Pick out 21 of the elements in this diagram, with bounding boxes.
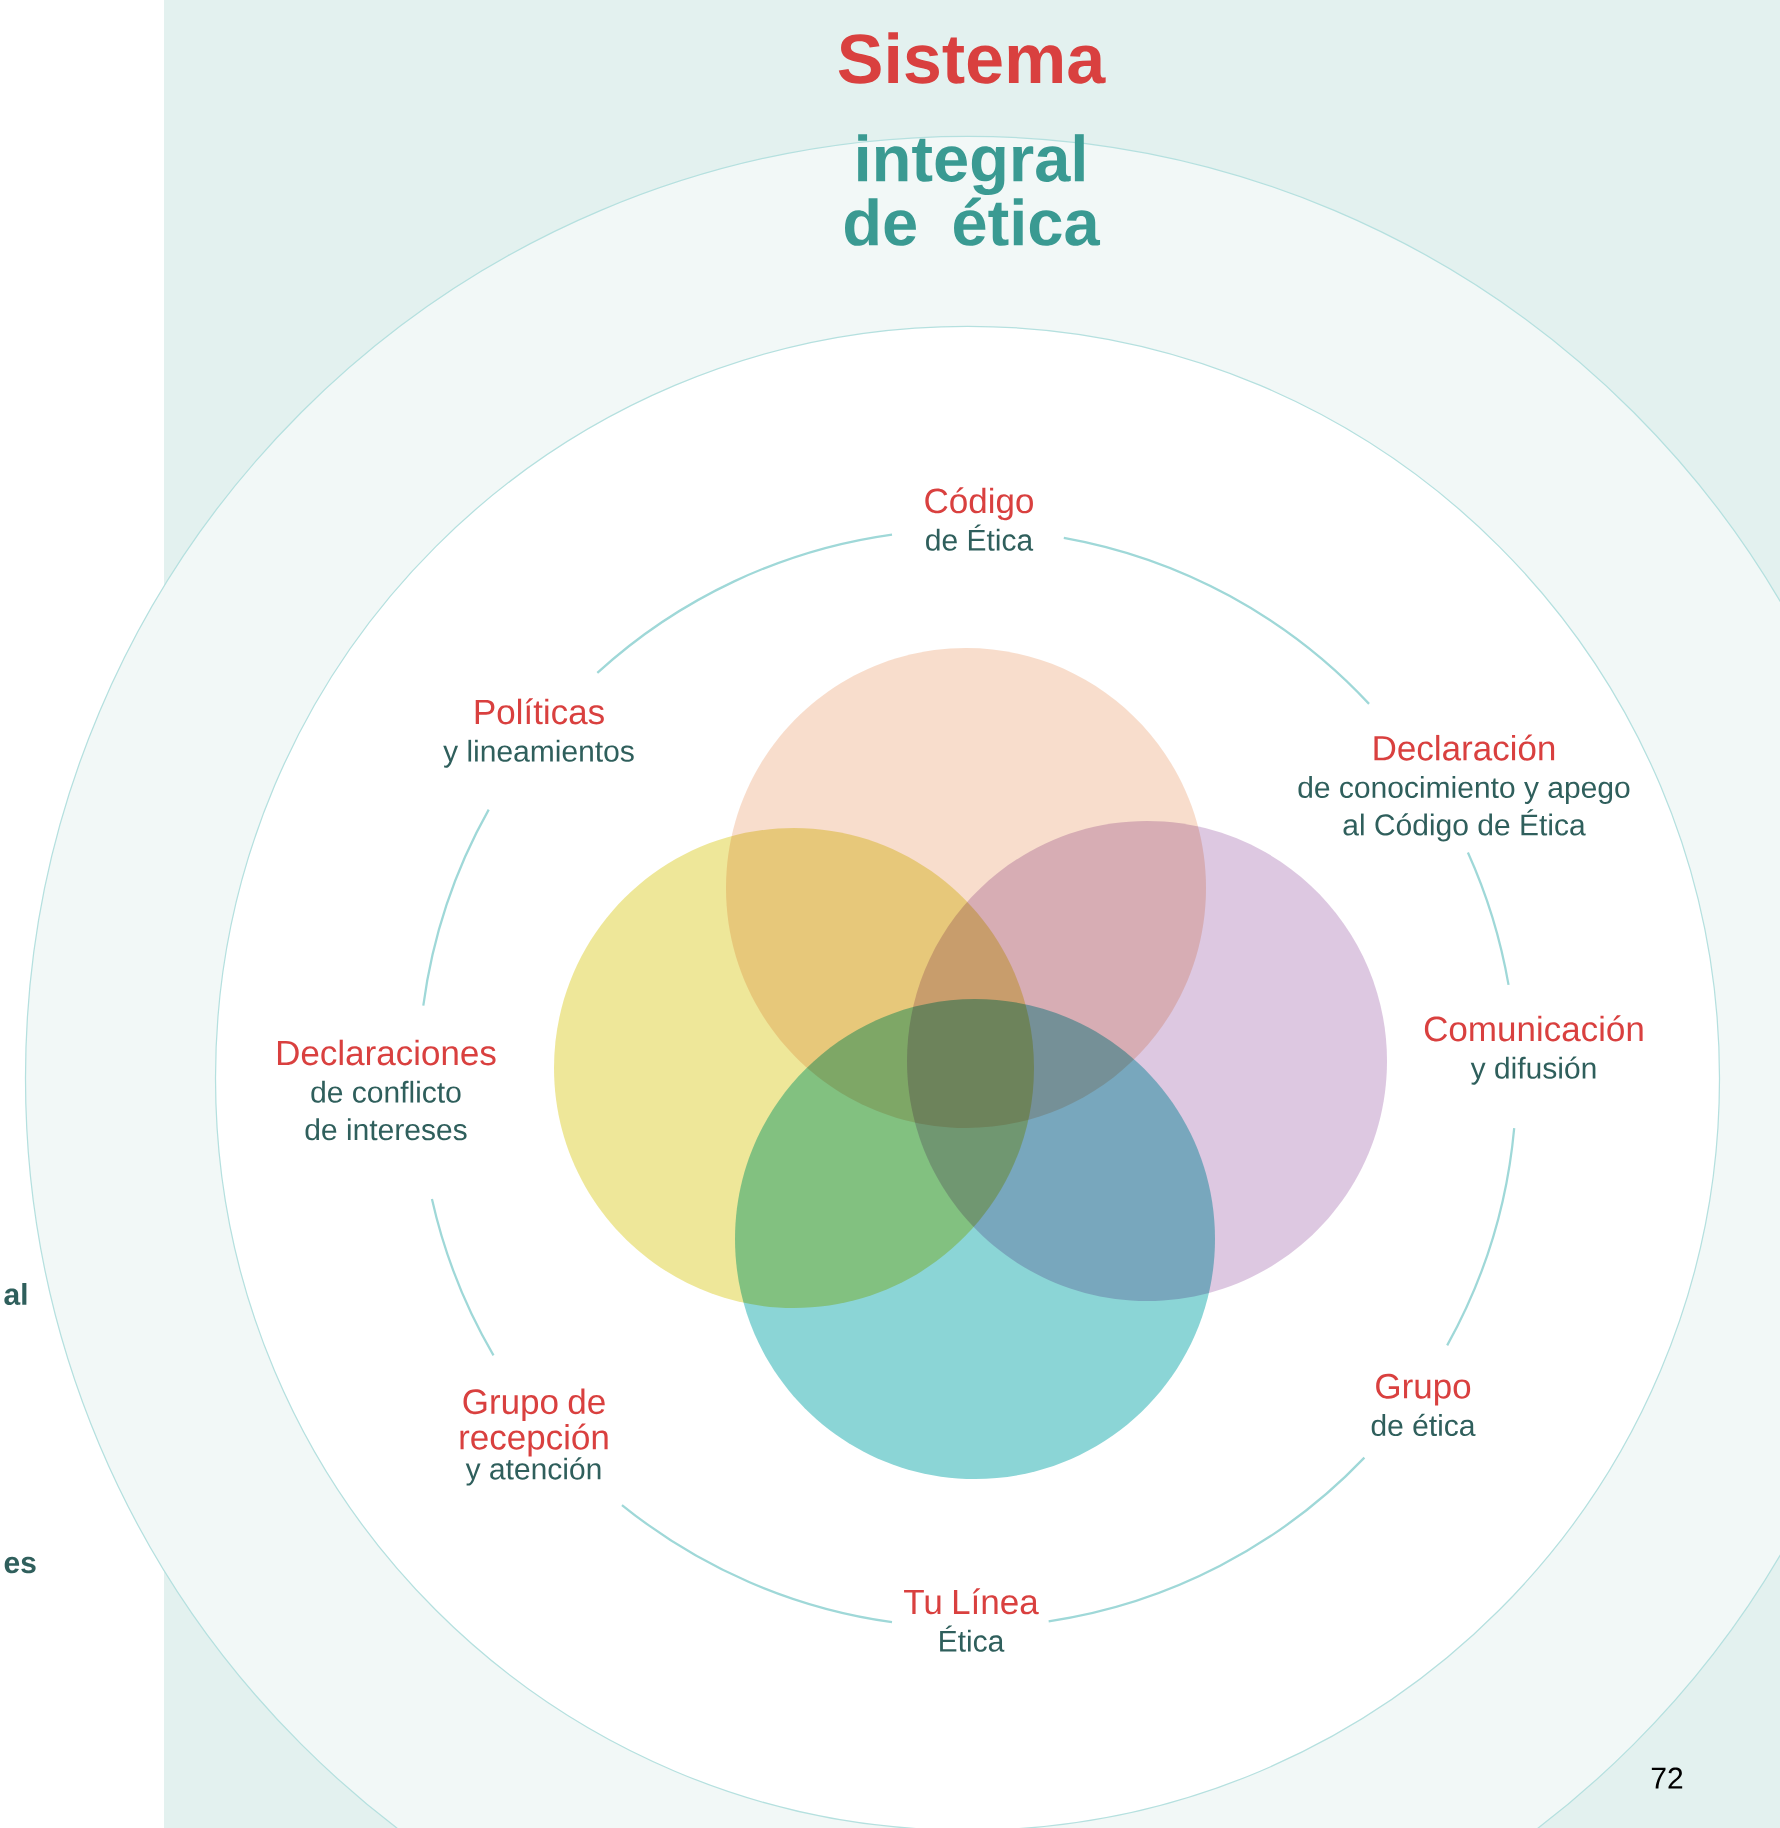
component-label: Declaraciones de conflicto de intereses — [277, 1039, 496, 1141]
component-label: Código de Ética — [925, 487, 1034, 551]
component-label: Políticas y lineamientos — [443, 698, 634, 768]
ring-arc — [430, 1198, 495, 1356]
ring-arc — [1446, 1128, 1516, 1346]
ring-arc — [1466, 851, 1510, 986]
page-number: 72 — [1651, 1767, 1683, 1789]
ring-arc — [1063, 536, 1370, 705]
ring-arc — [422, 809, 490, 1006]
title: Sistema — [838, 32, 1106, 84]
component-label: Grupo de ética — [1371, 1373, 1476, 1437]
component-label: Comunicación y difusión — [1424, 1015, 1643, 1085]
cut-off-text: al — [4, 1283, 27, 1305]
ring-arc — [621, 1504, 893, 1624]
ring-arc — [596, 533, 893, 674]
subtitle: integral de ética — [845, 134, 1101, 246]
component-label: Grupo de recepción y atención — [460, 1388, 608, 1486]
component-label: Declaración de conocimiento y apego al Código de Ética — [1298, 734, 1630, 842]
component-label: Tu Línea Ética — [904, 1588, 1039, 1652]
cut-off-text: es — [4, 1556, 36, 1574]
ring-arc — [1048, 1456, 1366, 1623]
